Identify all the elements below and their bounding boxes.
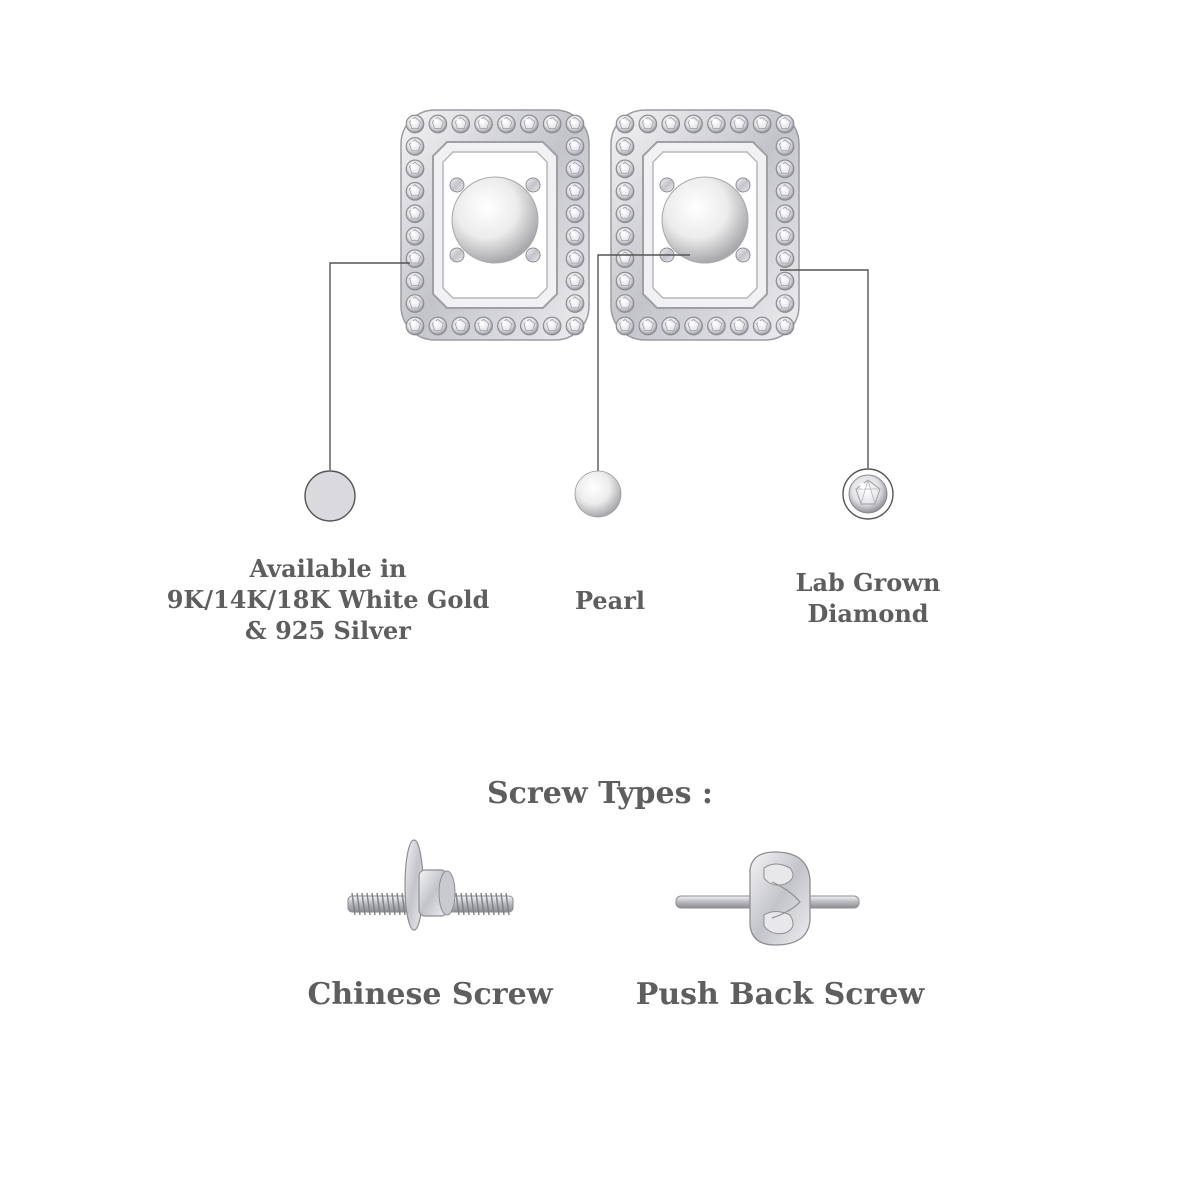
metal-label: Available in 9K/14K/18K White Gold & 925… xyxy=(166,554,490,645)
halo-stone xyxy=(661,316,681,336)
halo-stone xyxy=(565,114,585,134)
halo-stone xyxy=(405,159,425,179)
screw-types-heading: Screw Types : xyxy=(486,776,714,811)
halo-stone xyxy=(775,316,795,336)
halo-stone xyxy=(775,181,795,201)
halo-stone xyxy=(775,114,795,134)
halo-stone xyxy=(519,114,539,134)
halo-stone xyxy=(707,316,726,336)
halo-stone xyxy=(684,316,703,336)
halo-stone xyxy=(615,159,635,179)
halo-stone xyxy=(497,114,516,134)
halo-stone xyxy=(775,249,795,269)
diamond-icon xyxy=(842,468,894,520)
halo-stone xyxy=(405,181,425,201)
halo-stone xyxy=(405,249,425,269)
halo-stone xyxy=(565,316,585,336)
halo-stone xyxy=(405,204,425,224)
halo-stone xyxy=(565,294,585,313)
chinese-screw-icon xyxy=(347,839,514,931)
callout-line-pearl xyxy=(597,254,690,472)
halo-stone xyxy=(615,294,635,313)
halo-stone xyxy=(775,226,795,246)
pearl-icon xyxy=(574,470,622,518)
halo-stone xyxy=(519,316,539,336)
chinese-screw-label: Chinese Screw xyxy=(307,977,553,1012)
halo-stone xyxy=(542,114,562,134)
halo-stone xyxy=(615,204,635,224)
halo-stone xyxy=(565,226,585,246)
diamond-label: Lab Grown Diamond xyxy=(795,568,941,628)
halo-stone xyxy=(707,114,726,134)
halo-stone xyxy=(615,316,635,336)
halo-stone xyxy=(405,114,425,134)
halo-stone xyxy=(405,137,425,156)
halo-stone xyxy=(775,294,795,313)
halo-stone xyxy=(428,114,448,134)
halo-stone xyxy=(684,114,703,134)
halo-stone xyxy=(752,316,772,336)
halo-stone xyxy=(638,316,658,336)
halo-stone xyxy=(565,249,585,269)
earring-left xyxy=(400,109,590,341)
halo-stone xyxy=(405,271,425,291)
halo-stone xyxy=(565,204,585,224)
callout-line-metal xyxy=(329,262,410,470)
halo-stone xyxy=(775,271,795,291)
halo-stone xyxy=(729,114,749,134)
halo-stone xyxy=(729,316,749,336)
halo-stone xyxy=(542,316,562,336)
halo-stone xyxy=(474,316,493,336)
halo-stone xyxy=(638,114,658,134)
halo-stone xyxy=(661,114,681,134)
halo-stone xyxy=(615,271,635,291)
halo-stone xyxy=(405,294,425,313)
halo-stone xyxy=(775,159,795,179)
halo-stone xyxy=(497,316,516,336)
halo-stone xyxy=(428,316,448,336)
halo-stone xyxy=(565,181,585,201)
halo-stone xyxy=(565,137,585,156)
earring-right xyxy=(610,109,800,341)
halo-stone xyxy=(451,316,471,336)
halo-stone xyxy=(775,204,795,224)
halo-stone xyxy=(405,316,425,336)
halo-stone xyxy=(615,249,635,269)
pearl-label: Pearl xyxy=(575,586,645,615)
halo-stone xyxy=(615,226,635,246)
halo-stone xyxy=(451,114,471,134)
push-back-screw-label: Push Back Screw xyxy=(635,977,925,1012)
white-gold-swatch-icon xyxy=(304,470,356,522)
callout-line-diamond xyxy=(780,269,869,468)
halo-stone xyxy=(775,137,795,156)
push-back-screw-icon xyxy=(675,851,860,946)
halo-stone xyxy=(615,137,635,156)
halo-stone xyxy=(474,114,493,134)
halo-stone xyxy=(565,159,585,179)
halo-stone xyxy=(405,226,425,246)
halo-stone xyxy=(615,114,635,134)
halo-stone xyxy=(565,271,585,291)
halo-stone xyxy=(752,114,772,134)
halo-stone xyxy=(615,181,635,201)
